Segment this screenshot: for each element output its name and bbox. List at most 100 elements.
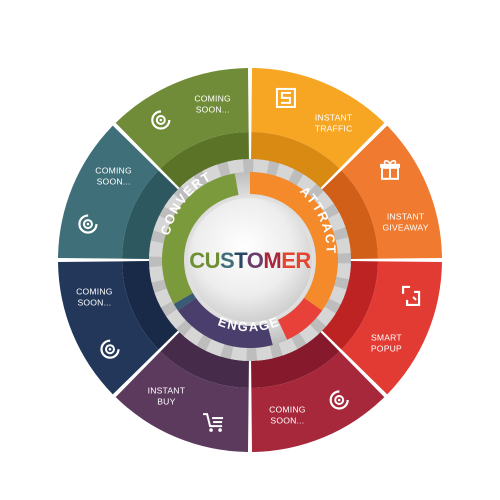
swoosh-attract: [250, 172, 339, 311]
segment-outer-band: [58, 261, 159, 395]
segment-3[interactable]: [321, 261, 442, 395]
segment-inner-band: [251, 132, 340, 189]
segment-label-line1: SMART: [371, 333, 402, 343]
icon-part: [203, 413, 223, 428]
segment-label-line1: INSTANT: [315, 113, 353, 123]
segment-4[interactable]: [251, 331, 385, 452]
icon-part: [100, 339, 120, 359]
segment-inner-band: [251, 331, 340, 388]
gear-tooth: [166, 309, 186, 329]
icon-part: [155, 114, 166, 125]
segment-inner-band: [321, 170, 378, 259]
gear-tooth: [335, 237, 351, 254]
segment-inner-band: [321, 261, 378, 350]
segment-label-line2: TRAFFIC: [315, 124, 353, 134]
segment-outer-band: [251, 351, 385, 452]
segment-label-line2: SOON...: [196, 104, 230, 114]
gear-tooth: [205, 339, 225, 357]
swoosh-attract-tail: [277, 297, 323, 340]
gear-tooth: [202, 164, 222, 183]
center-letter-o: O: [247, 248, 264, 273]
swoosh-engage-tail: [173, 293, 196, 311]
segment-inner-band: [122, 261, 179, 350]
segment-inner-band: [122, 170, 179, 259]
coming-soon-icon: [151, 110, 171, 130]
gift-icon: [380, 160, 401, 180]
icon-part: [159, 118, 163, 122]
icon-part: [218, 428, 222, 432]
segment-outer-band: [115, 68, 249, 169]
icon-part: [401, 285, 411, 294]
icons-layer: [78, 87, 421, 432]
center-letter-t: T: [234, 248, 248, 273]
gear-tooth: [181, 176, 201, 196]
icon-part: [383, 160, 397, 165]
center-letter-e: E: [281, 248, 295, 273]
icon-part: [82, 219, 93, 230]
center-letter-c1: C: [189, 248, 205, 273]
segment-label-line2: SOON...: [270, 416, 304, 426]
gear-tooth: [299, 324, 319, 344]
segment-8[interactable]: [115, 68, 249, 189]
swoosh-convert: [162, 173, 239, 304]
segment-label-line2: POPUP: [371, 344, 402, 354]
gear-tooth: [296, 174, 317, 194]
gear-tooth: [256, 345, 273, 361]
center-letter-s: S: [220, 248, 234, 273]
swoosh-engage: [177, 297, 273, 348]
segment-inner-band: [160, 132, 249, 189]
gear-tooth: [336, 263, 351, 280]
icon-part: [329, 390, 349, 410]
gear-tooth: [278, 337, 298, 356]
segment-2[interactable]: [321, 125, 442, 259]
center-letter-u: U: [205, 248, 220, 273]
ring-label-engage: ENGAGE: [216, 314, 282, 335]
icon-part: [280, 91, 291, 104]
segment-label-line1: COMING: [194, 93, 231, 103]
segment-label-line1: COMING: [269, 405, 306, 415]
segment-label-line2: BUY: [157, 396, 175, 406]
segment-label-line2: SOON...: [77, 297, 111, 307]
segment-label-line1: COMING: [76, 286, 113, 296]
shopping-cart-icon: [203, 413, 224, 432]
icon-part: [209, 428, 213, 432]
gear-tooth: [227, 159, 244, 175]
gear-tooth: [149, 240, 164, 257]
icon-part: [78, 214, 98, 234]
cycle-swooshes: [162, 172, 339, 348]
gear-tooth: [153, 215, 171, 235]
icon-part: [412, 296, 417, 301]
segment-outer-band: [341, 125, 442, 259]
icon-part: [151, 110, 171, 130]
gear-tooth: [327, 212, 346, 232]
segment-label-line2: GIVEAWAY: [382, 223, 428, 233]
icon-part: [86, 222, 90, 226]
gear-tooth: [329, 285, 347, 305]
gear-tooth: [183, 326, 204, 346]
segment-outer-band: [341, 261, 442, 395]
coming-soon-icon: [329, 390, 349, 410]
popup-icon: [401, 285, 421, 307]
gear-tooth: [149, 266, 165, 283]
gear-tooth: [230, 346, 247, 361]
icon-part: [108, 347, 112, 351]
gear-tooth: [314, 191, 334, 211]
segment-label-line2: SOON...: [97, 176, 131, 186]
icon-part: [405, 290, 421, 307]
segment-6[interactable]: [58, 261, 179, 395]
gear-tooth: [253, 159, 270, 174]
coming-soon-icon: [78, 214, 98, 234]
icon-part: [334, 395, 345, 406]
gear-tooth: [316, 306, 336, 327]
icon-part: [104, 344, 115, 355]
gear-tooth: [164, 193, 184, 214]
